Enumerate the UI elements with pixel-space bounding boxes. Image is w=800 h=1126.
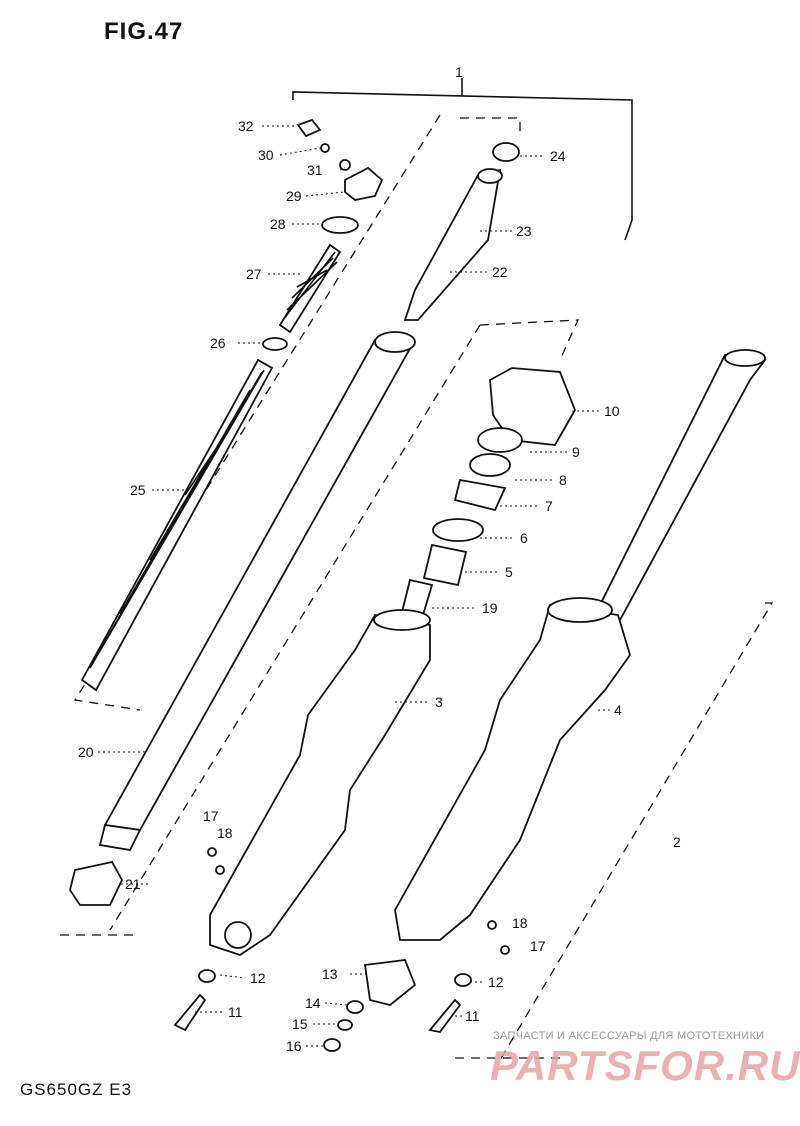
part-label-18-left: 18: [217, 825, 233, 841]
part-label-13: 13: [322, 966, 338, 982]
axle-holder-hardware: [173, 847, 510, 1052]
part-label-26: 26: [210, 335, 226, 351]
part-label-31: 31: [307, 162, 323, 178]
part-label-5: 5: [505, 564, 513, 580]
part-label-8: 8: [559, 472, 567, 488]
part-label-12-right: 12: [488, 974, 504, 990]
part-label-10: 10: [604, 403, 620, 419]
long-spring: [80, 358, 274, 692]
model-code: GS650GZ E3: [20, 1080, 133, 1099]
part-label-25: 25: [130, 482, 146, 498]
fork-bottom-bush: [69, 860, 124, 906]
short-spring: [278, 243, 342, 334]
part-label-17-right: 17: [530, 938, 546, 954]
part-label-4: 4: [614, 702, 622, 718]
bracket-group-1: [60, 78, 633, 936]
part-label-14: 14: [305, 995, 321, 1011]
part-label-7: 7: [545, 498, 553, 514]
part-label-3: 3: [435, 694, 443, 710]
part-label-17-left: 17: [203, 808, 219, 824]
part-label-6: 6: [520, 530, 528, 546]
part-label-24: 24: [550, 148, 566, 164]
watermark-tagline: ЗАПЧАСТИ И АКСЕССУАРЫ ДЛЯ МОТОТЕХНИКИ: [493, 1030, 765, 1042]
part-label-20: 20: [78, 744, 94, 760]
bracket-group-2: [455, 602, 774, 1061]
cap-bolt-assembly: [296, 118, 384, 234]
part-label-12-left: 12: [250, 970, 266, 986]
part-label-15: 15: [292, 1016, 308, 1032]
part-label-11-right: 11: [465, 1008, 480, 1024]
part-label-32: 32: [238, 118, 254, 134]
part-label-28: 28: [270, 216, 286, 232]
part-label-21: 21: [125, 876, 141, 892]
part-label-9: 9: [572, 444, 580, 460]
outer-tube-left: [209, 609, 431, 956]
part-label-18-right: 18: [512, 915, 528, 931]
figure-title: FIG.47: [104, 18, 184, 45]
part-label-11-left: 11: [228, 1004, 243, 1020]
washer-26: [262, 337, 288, 351]
damper-rod: [403, 142, 520, 321]
part-label-16: 16: [286, 1038, 302, 1054]
leader-lines: [98, 125, 610, 1047]
part-label-1: 1: [455, 64, 463, 80]
part-label-19: 19: [482, 600, 498, 616]
part-label-30: 30: [258, 147, 274, 163]
part-label-22: 22: [492, 264, 508, 280]
inner-tube: [98, 331, 416, 851]
part-label-29: 29: [286, 188, 302, 204]
part-label-2: 2: [673, 834, 681, 850]
watermark-logo: PARTSFOR.RU: [490, 1042, 800, 1089]
part-label-23: 23: [516, 223, 532, 239]
part-label-group: 1 2 3 4 5 6 7 8 9 10 11 11 12 12 13 14 1…: [78, 64, 681, 1054]
part-label-27: 27: [246, 266, 262, 282]
fork-assembly-right: [394, 349, 767, 941]
bush-seal-stack: [398, 367, 576, 627]
